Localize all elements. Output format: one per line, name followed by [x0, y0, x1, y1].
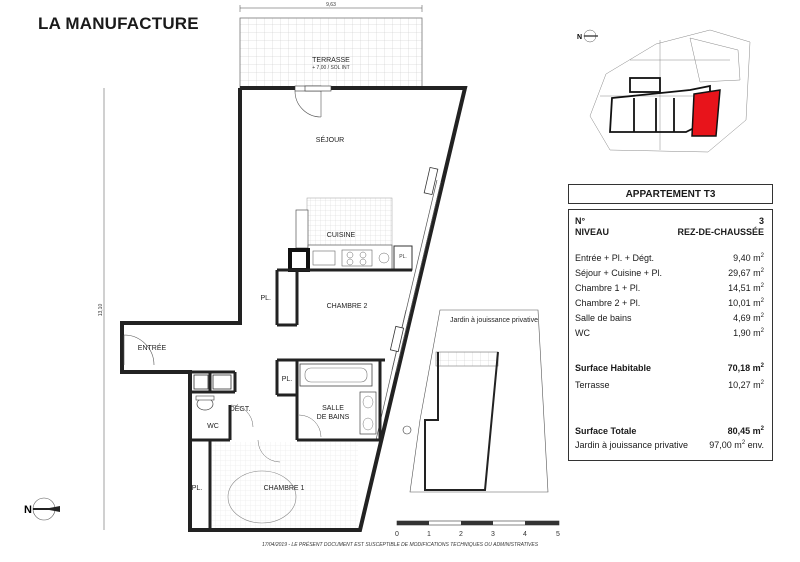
pl1-label: PL. — [260, 295, 271, 302]
row-number: N° 3 — [575, 216, 764, 226]
cuisine-label: CUISINE — [327, 232, 356, 239]
bathroom-fixtures — [299, 363, 377, 435]
row-room: Chambre 2 + Pl. 10,01 m2 — [575, 298, 764, 308]
entry-door — [123, 334, 155, 366]
svg-text:N: N — [577, 34, 582, 41]
tech-box-2 — [212, 374, 232, 390]
svg-text:4: 4 — [523, 531, 527, 538]
pl2-label: PL. — [282, 376, 293, 383]
apartment-title: APPARTEMENT T3 — [625, 188, 716, 200]
svg-text:5: 5 — [556, 531, 560, 538]
mini-compass-icon: N — [577, 29, 598, 43]
pillar — [288, 248, 310, 272]
apartment-title-box: APPARTEMENT T3 — [568, 184, 773, 204]
svg-text:1: 1 — [427, 531, 431, 538]
entree-label: ENTRÉE — [138, 343, 167, 352]
row-room: Salle de bains 4,69 m2 — [575, 313, 764, 323]
chambre1-label: CHAMBRE 1 — [264, 485, 305, 492]
width-dimension: 9,63 — [239, 2, 423, 12]
row-room: Entrée + Pl. + Dégt. 9,40 m2 — [575, 253, 764, 263]
svg-text:0: 0 — [395, 531, 399, 538]
height-dim-text: 13,10 — [98, 304, 104, 317]
row-room: WC 1,90 m2 — [575, 328, 764, 338]
chambre2-label: CHAMBRE 2 — [327, 303, 368, 310]
height-dimension: 13,10 — [98, 88, 105, 530]
floor-plan: 9,63 13,10 TERRASSE + 7,00 / SOL INT SÉJ… — [24, 2, 560, 538]
window-1 — [423, 166, 439, 196]
terrasse-sub-label: + 7,00 / SOL INT — [312, 65, 349, 71]
row-jardin: Jardin à jouissance privative 97,00 m2 e… — [575, 440, 764, 450]
page-title: LA MANUFACTURE — [38, 14, 199, 33]
compass-icon — [32, 497, 60, 521]
width-dim-text: 9,63 — [326, 2, 336, 8]
compass-letter: N — [24, 504, 32, 516]
inner-walls — [190, 360, 382, 530]
sdb-label-2: DE BAINS — [317, 414, 350, 421]
scale-labels: 0 1 2 3 4 5 — [395, 531, 560, 538]
window-2 — [389, 325, 405, 353]
terrace — [239, 17, 423, 89]
chambre2-walls — [275, 268, 412, 362]
jardin-label: Jardin à jouissance privative — [450, 317, 538, 324]
scale-bar — [396, 520, 560, 526]
svg-text:3: 3 — [491, 531, 495, 538]
row-terrasse: Terrasse 10,27 m2 — [575, 380, 764, 390]
sejour-label: SÉJOUR — [316, 135, 344, 144]
row-surface-habitable: Surface Habitable 70,18 m2 — [575, 363, 764, 373]
surface-table: N° 3 NIVEAU REZ-DE-CHAUSSÉE Entrée + Pl.… — [568, 209, 773, 461]
footer-disclaimer: 17/04/2019 - LE PRÉSENT DOCUMENT EST SUS… — [261, 542, 539, 548]
kitchen — [295, 197, 393, 271]
garden — [402, 309, 549, 493]
degt-label: DÉGT. — [230, 404, 251, 413]
pl4-label: PL. — [399, 254, 407, 260]
row-surface-totale: Surface Totale 80,45 m2 — [575, 426, 764, 436]
row-room: Séjour + Cuisine + Pl. 29,67 m2 — [575, 268, 764, 278]
row-niveau: NIVEAU REZ-DE-CHAUSSÉE — [575, 227, 764, 237]
row-room: Chambre 1 + Pl. 14,51 m2 — [575, 283, 764, 293]
terrace-doors — [294, 85, 332, 118]
apartment-highlight — [691, 89, 721, 137]
pl3-label: PL. — [192, 485, 203, 492]
location-map: N — [577, 29, 751, 153]
technical-box — [193, 374, 209, 390]
sdb-label-1: SALLE — [322, 405, 344, 412]
terrasse-label: TERRASSE — [312, 57, 350, 64]
wc-label: WC — [207, 423, 219, 430]
chambre1-circle — [227, 470, 297, 524]
svg-text:2: 2 — [459, 531, 463, 538]
